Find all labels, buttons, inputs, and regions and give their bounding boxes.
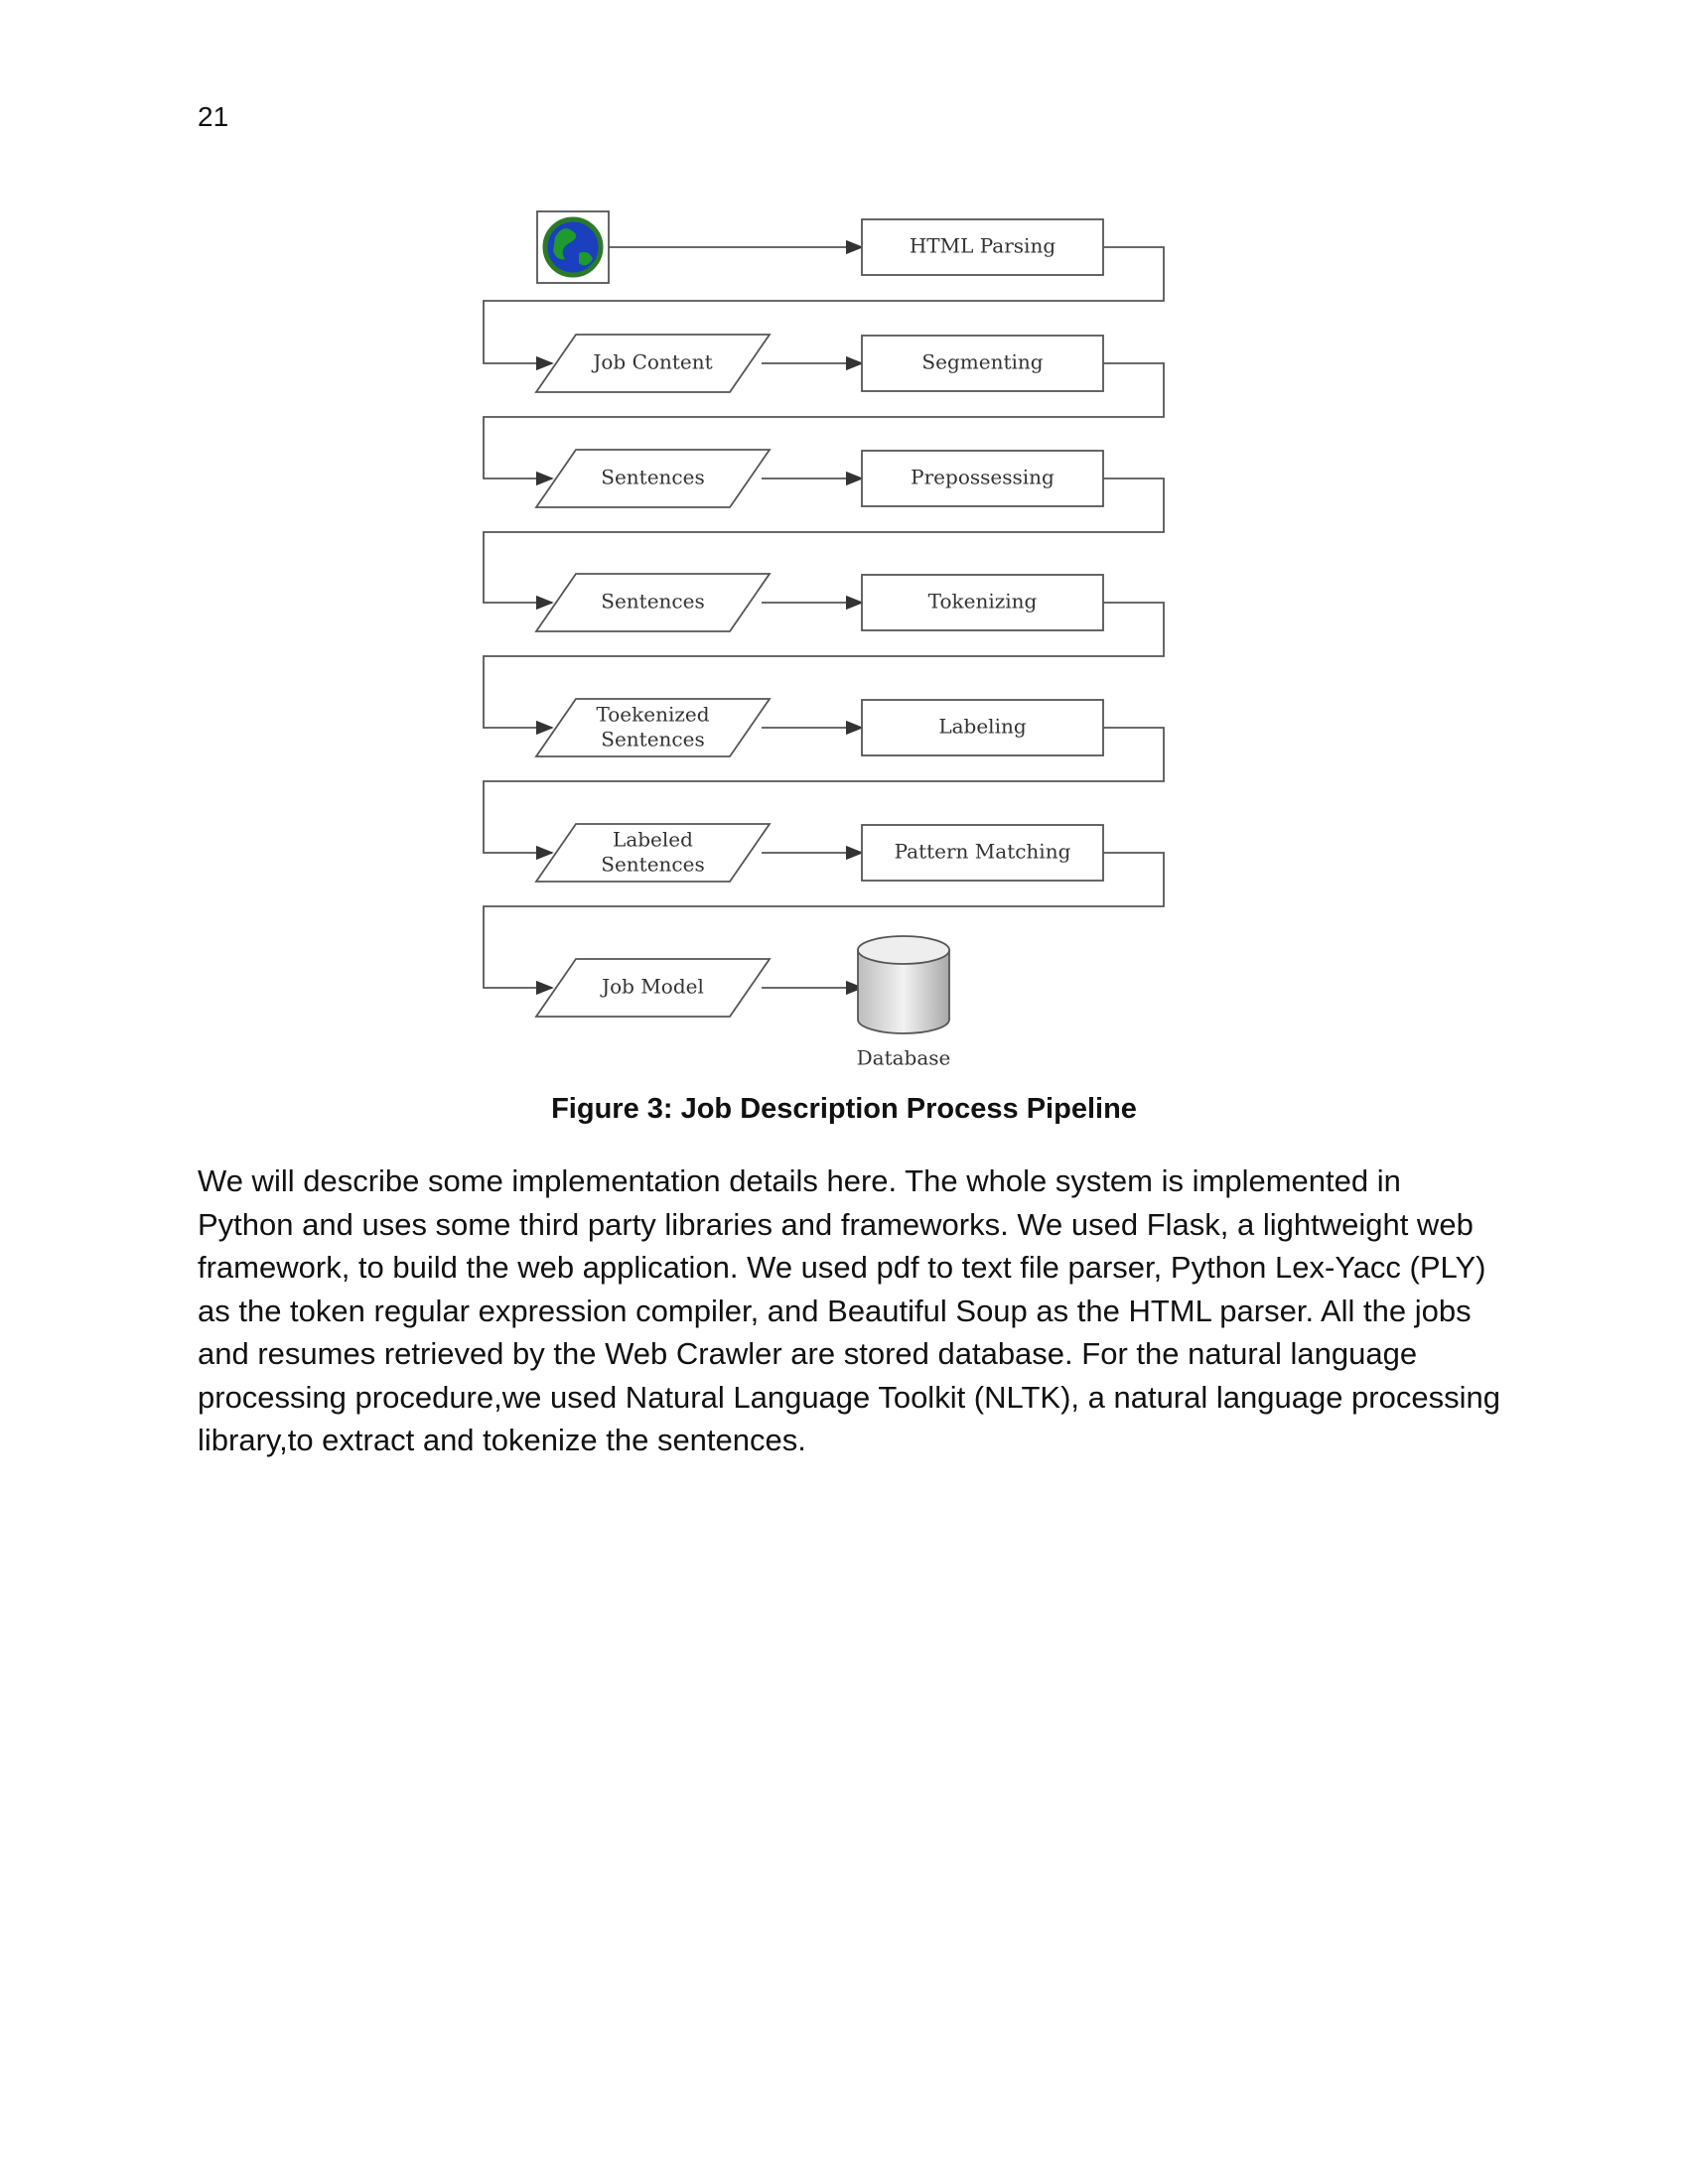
process-label: Prepossessing — [911, 466, 1055, 489]
process-label: Labeling — [938, 715, 1027, 739]
data-label: Sentences — [601, 728, 704, 751]
data-label: Job Content — [591, 350, 712, 374]
paragraph-line: as the token regular expression compiler… — [198, 1293, 1472, 1328]
data-parallelogram — [534, 823, 772, 883]
page-number: 21 — [198, 101, 229, 132]
process-box — [861, 218, 1104, 276]
process-box — [861, 574, 1104, 631]
database-icon-top — [857, 935, 950, 965]
loop-connector — [483, 602, 1165, 736]
data-label: Sentences — [601, 466, 704, 489]
data-parallelogram — [534, 698, 772, 757]
data-parallelogram — [534, 573, 772, 632]
loop-connector — [483, 852, 1165, 996]
process-box — [861, 824, 1104, 882]
data-parallelogram — [534, 449, 772, 508]
process-label: Segmenting — [921, 350, 1043, 374]
paragraph-line: We will describe some implementation det… — [198, 1163, 1401, 1198]
process-box — [861, 699, 1104, 756]
loop-connector — [483, 362, 1165, 486]
process-label: HTML Parsing — [910, 234, 1055, 258]
process-box — [861, 450, 1104, 507]
data-parallelogram — [534, 334, 772, 393]
data-label: Toekenized — [596, 703, 709, 727]
database-label: Database — [857, 1046, 951, 1070]
paragraph-line: processing procedure,we used Natural Lan… — [198, 1379, 1500, 1415]
paragraph-line: framework, to build the web application.… — [198, 1250, 1486, 1285]
paragraph-line: and resumes retrieved by the Web Crawler… — [198, 1336, 1418, 1371]
process-label: Tokenizing — [928, 590, 1038, 614]
loop-connector — [483, 478, 1165, 611]
body-paragraph: We will describe some implementation det… — [198, 1160, 1508, 1462]
loop-connector — [483, 246, 1165, 371]
process-label: Pattern Matching — [895, 840, 1071, 864]
data-label: Sentences — [601, 590, 704, 614]
data-parallelogram — [534, 958, 772, 1018]
data-label: Labeled — [613, 828, 693, 852]
paragraph-line: Python and uses some third party librari… — [198, 1206, 1474, 1242]
loop-connector — [483, 727, 1165, 861]
paragraph-line: library,to extract and tokenize the sent… — [198, 1423, 806, 1457]
data-label: Sentences — [601, 853, 704, 877]
database-icon — [857, 949, 950, 1034]
globe-icon — [542, 216, 604, 278]
globe-land — [553, 228, 593, 266]
figure-caption: Figure 3: Job Description Process Pipeli… — [551, 1093, 1137, 1125]
data-label: Job Model — [600, 975, 704, 999]
